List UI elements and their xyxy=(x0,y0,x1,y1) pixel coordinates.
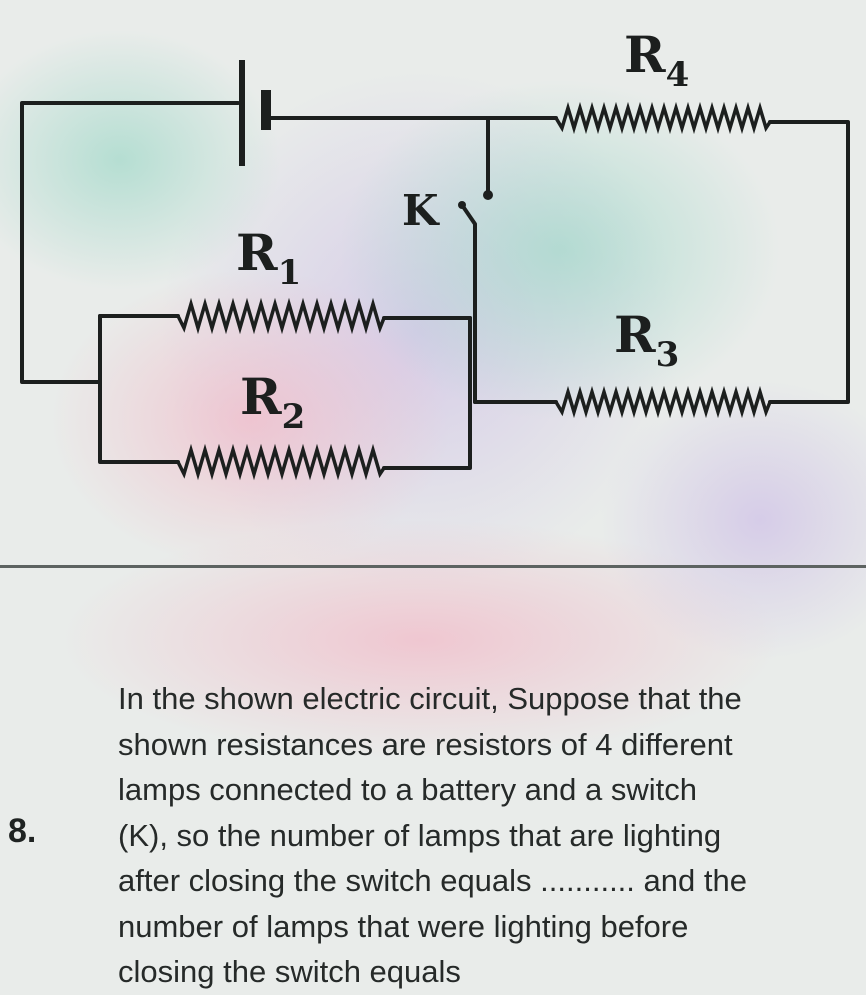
switch-blade xyxy=(460,203,477,404)
question-line: after closing the switch equals ........… xyxy=(118,863,747,898)
resistor-r1 xyxy=(176,297,386,335)
label-r1: R1 xyxy=(236,223,301,293)
wire-r2-right xyxy=(382,316,472,470)
question-line: (K), so the number of lamps that are lig… xyxy=(118,817,722,853)
section-divider xyxy=(0,565,866,568)
label-r4: R4 xyxy=(624,25,689,95)
resistor-r3 xyxy=(554,385,772,419)
question-line: closing the switch equals xyxy=(118,954,461,989)
wire-battery-left xyxy=(20,101,240,384)
wire-parallel-left xyxy=(98,314,180,464)
question-line: number of lamps that were lighting befor… xyxy=(118,908,689,944)
question-line: lamps connected to a battery and a switc… xyxy=(118,772,697,807)
resistor-r4 xyxy=(554,101,772,135)
question-line: In the shown electric circuit, Suppose t… xyxy=(118,681,742,716)
question-number: 8. xyxy=(8,812,37,850)
question-line: shown resistances are resistors of 4 dif… xyxy=(118,726,733,762)
switch-contact-top xyxy=(483,190,493,200)
wire-right-rail xyxy=(768,120,850,404)
label-r2: R2 xyxy=(240,367,305,437)
switch-pivot xyxy=(458,201,466,209)
question-text: In the shown electric circuit, Suppose t… xyxy=(118,676,863,995)
resistor-r2 xyxy=(176,443,386,481)
circuit-diagram: R4 R1 R3 R2 K xyxy=(20,25,850,481)
label-r3: R3 xyxy=(614,305,679,375)
label-switch-k: K xyxy=(402,186,440,235)
